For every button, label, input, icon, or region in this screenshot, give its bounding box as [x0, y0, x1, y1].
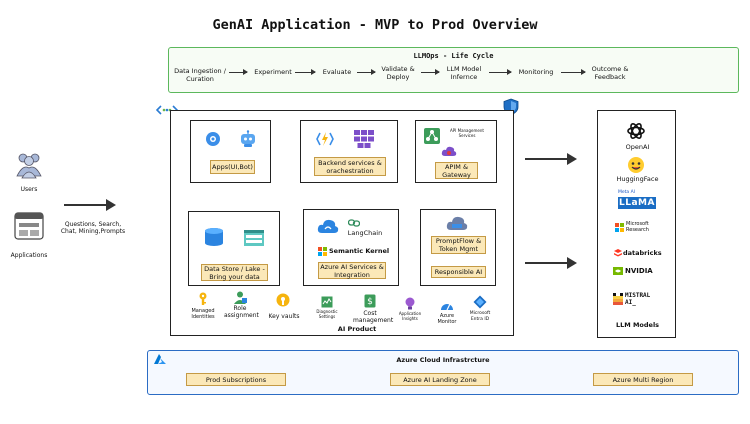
llmops-title: LLMOps - Life Cycle — [413, 52, 494, 60]
cost-management-icon: $ — [364, 294, 376, 308]
cognitive-services-cloud-icon — [317, 218, 339, 234]
managed-identities-icon — [197, 292, 209, 306]
azure-monitor-icon — [440, 299, 454, 311]
data-store-card: Data Store / Lake - Bring your data — [188, 211, 280, 286]
step-experiment: Experiment — [254, 68, 292, 76]
zone-prod-subscriptions: Prod Subscriptions — [186, 373, 286, 386]
huggingface-label: HuggingFace — [616, 175, 659, 183]
service-key-vaults-label: Key vaults — [268, 313, 300, 320]
azure-cloud-infrastructure-panel: Azure Cloud Infrastrcture Prod Subscript… — [147, 350, 739, 395]
meta-ai-label: Meta AI — [618, 190, 636, 195]
backend-services-card: Backend services & orachestration — [300, 120, 398, 183]
api-management-icon — [423, 127, 441, 145]
databricks-icon — [614, 249, 622, 258]
step-arrow — [561, 69, 586, 75]
nvidia-label: NVIDIA — [625, 267, 653, 275]
mistral-ai-label: AI_ — [625, 299, 636, 306]
microsoft-logo-icon — [615, 223, 624, 232]
responsible-ai-label: Responsible AI — [431, 266, 486, 278]
azure-functions-icon — [316, 130, 334, 148]
apps-label: Apps(UI,Bot) — [210, 160, 255, 174]
step-arrow — [229, 69, 248, 75]
mistral-label: MISTRAL — [625, 292, 651, 299]
semantic-kernel-icon — [318, 247, 327, 256]
azure-infra-title: Azure Cloud Infrastrcture — [396, 356, 490, 364]
research-label: Research — [626, 227, 649, 233]
step-validate-deploy: Validate & Deploy — [381, 65, 415, 81]
inputs-label: Questions, Search, Chat, Mining,Prompts — [60, 221, 126, 235]
entra-id-icon — [473, 295, 487, 309]
bot-icon — [239, 130, 257, 148]
sql-database-icon — [203, 227, 225, 247]
key-vault-icon — [276, 293, 290, 309]
ai-studio-cloud-icon — [446, 215, 468, 231]
nvidia-icon — [613, 267, 623, 275]
users-icon — [14, 150, 44, 180]
ai-product-label: AI Product — [337, 325, 377, 333]
service-application-insights-label: Application Insights — [398, 311, 422, 321]
diagnostic-settings-icon — [321, 296, 333, 308]
model-flow-arrow-bottom — [525, 257, 577, 269]
application-insights-icon — [405, 297, 415, 310]
service-cost-management-label: Cost management — [353, 310, 394, 324]
service-azure-monitor-label: Azure Monitor — [437, 313, 457, 325]
microsoft-label: Microsoft — [626, 221, 649, 227]
zone-azure-multi-region: Azure Multi Region — [593, 373, 693, 386]
zone-azure-ai-landing-zone: Azure AI Landing Zone — [390, 373, 490, 386]
langchain-label: LangChain — [347, 229, 383, 237]
step-arrow — [421, 69, 440, 75]
diagram-title: GenAI Application - MVP to Prod Overview — [212, 17, 538, 33]
api-management-services-label: API Management Services — [450, 128, 484, 138]
storage-account-icon — [243, 229, 265, 247]
azure-ai-services-label: Azure AI Services & Integration — [318, 262, 386, 279]
llama-logo: LLaMA — [618, 197, 656, 209]
step-arrow — [295, 69, 316, 75]
promptflow-label: PromptFlow & Token Mgmt — [431, 236, 486, 254]
llm-models-panel: OpenAI HuggingFace Meta AI LLaMA Microso… — [597, 110, 676, 338]
azure-ai-services-card: LangChain Semantic Kernel Azure AI Servi… — [303, 209, 399, 286]
input-flow-arrow — [64, 199, 116, 211]
applications-label: Applications — [10, 252, 48, 259]
databricks-label: databricks — [623, 249, 662, 257]
applications-icon — [14, 212, 44, 240]
apim-gateway-card: API Management Services APIM & Gateway — [415, 120, 497, 183]
svg-text:$: $ — [367, 297, 373, 307]
role-assignment-icon — [233, 291, 247, 304]
step-llm-inference: LLM Model Infernce — [446, 65, 482, 81]
step-data-ingestion: Data Ingestion / Curation — [174, 67, 226, 83]
step-outcome-feedback: Outcome & Feedback — [591, 65, 629, 81]
semantic-kernel-label: Semantic Kernel — [329, 247, 390, 255]
kubernetes-service-icon — [353, 129, 375, 149]
step-monitoring: Monitoring — [518, 68, 554, 76]
step-arrow — [357, 69, 376, 75]
service-managed-identities-label: Managed Identities — [191, 308, 215, 320]
llm-models-label: LLM Models — [615, 321, 660, 329]
llmops-lifecycle-panel: LLMOps - Life Cycle Data Ingestion / Cur… — [168, 47, 739, 93]
service-diagnostic-settings-label: Diagnostic Settings — [316, 309, 338, 319]
step-evaluate: Evaluate — [322, 68, 352, 76]
step-arrow — [489, 69, 512, 75]
apim-gateway-label: APIM & Gateway — [435, 162, 478, 179]
apps-card: Apps(UI,Bot) — [190, 120, 271, 183]
openai-label: OpenAI — [625, 143, 650, 151]
data-store-label: Data Store / Lake - Bring your data — [201, 264, 268, 281]
huggingface-icon — [627, 156, 645, 174]
service-role-assignment-label: Role assignment — [224, 305, 259, 319]
model-flow-arrow-top — [525, 153, 577, 165]
langchain-icon — [348, 218, 360, 228]
users-label: Users — [20, 186, 38, 193]
mistral-icon — [613, 293, 623, 305]
service-entra-id-label: Microsoft Entra ID — [469, 311, 491, 322]
backend-services-label: Backend services & orachestration — [314, 157, 386, 176]
app-service-icon — [205, 131, 221, 147]
azure-logo-icon — [154, 354, 166, 364]
openai-icon — [626, 121, 646, 141]
api-gateway-cloud-icon — [441, 145, 457, 157]
promptflow-card: PromptFlow & Token Mgmt Responsible AI — [420, 209, 496, 286]
